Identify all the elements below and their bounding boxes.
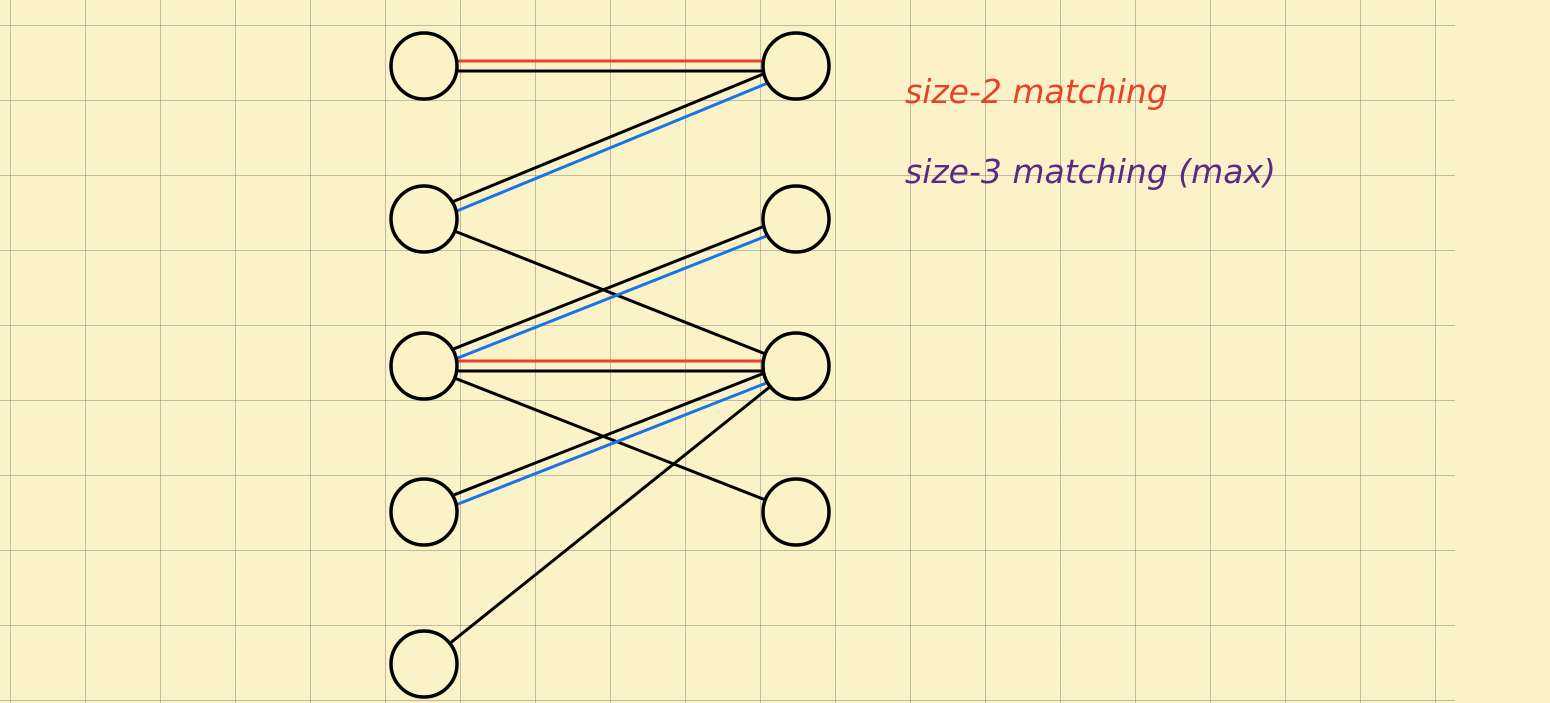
left-node-l1 <box>389 31 459 101</box>
matching-size-3-edge-L2-R1 <box>454 81 769 213</box>
edge-L4-R3 <box>451 371 765 497</box>
right-node-r3 <box>761 331 831 401</box>
edge-L2-R3 <box>453 229 767 356</box>
edge-L3-R2 <box>451 225 765 351</box>
left-node-l2 <box>389 184 459 254</box>
right-node-r1 <box>761 31 831 101</box>
edge-L3-R4 <box>453 376 767 502</box>
nodes-layer <box>389 31 831 699</box>
matching-size-3-edge-L4-R3 <box>455 381 769 507</box>
left-node-l5 <box>389 629 459 699</box>
edge-L5-R3 <box>448 385 772 645</box>
edge-L2-R1 <box>451 72 766 204</box>
matching-size-3-edge-L3-R2 <box>455 234 769 360</box>
size-2-matching-label: size-2 matching <box>905 72 1168 111</box>
right-node-r4 <box>761 477 831 547</box>
left-node-l3 <box>389 331 459 401</box>
edges-layer <box>448 59 772 645</box>
size-3-matching-label: size-3 matching (max) <box>905 152 1276 191</box>
left-node-l4 <box>389 477 459 547</box>
right-node-r2 <box>761 184 831 254</box>
